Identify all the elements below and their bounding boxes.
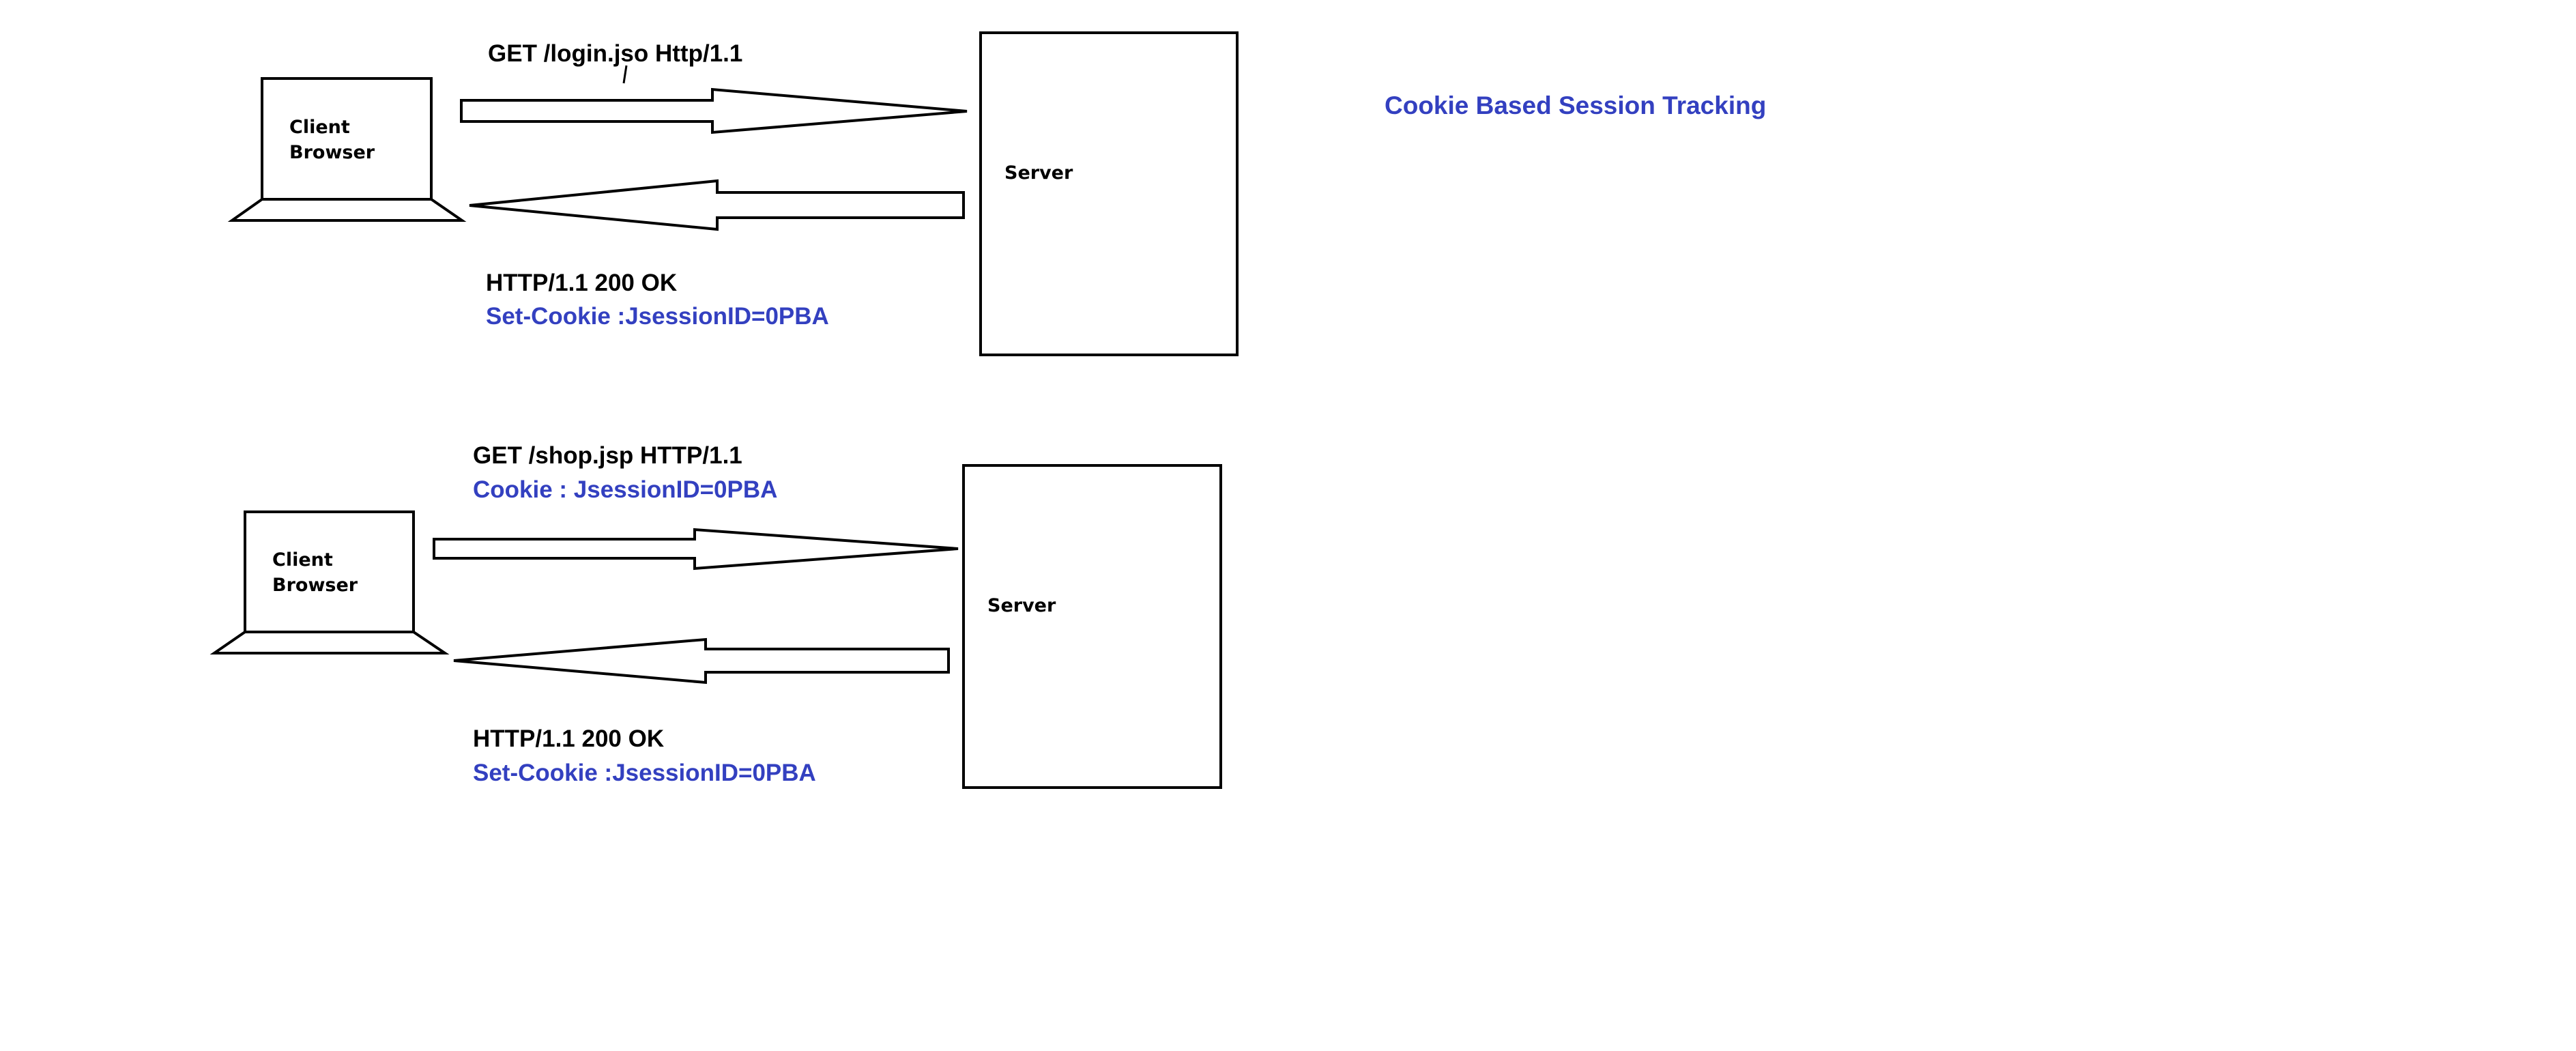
laptop-screen (244, 510, 415, 633)
scenario-2: Client Browser Server GET /shop.jsp HTTP… (209, 442, 1222, 789)
server-label: Server (987, 595, 1056, 616)
client-label-line1: Client (289, 117, 350, 138)
laptop-base (227, 198, 467, 222)
response-cookie: Set-Cookie :JsessionID=0PBA (486, 303, 829, 330)
client-label-line2: Browser (272, 575, 358, 596)
response-status: HTTP/1.1 200 OK (486, 270, 677, 296)
client-laptop-icon: Client Browser (227, 77, 467, 222)
request-cookie: Cookie : JsessionID=0PBA (473, 476, 777, 503)
server-box: Server (979, 31, 1239, 356)
server-box: Server (962, 464, 1222, 789)
response-left-arrow (453, 637, 950, 685)
response-status: HTTP/1.1 200 OK (473, 725, 664, 752)
request-line: GET /login.jso Http/1.1 (488, 40, 742, 67)
request-line: GET /shop.jsp HTTP/1.1 (473, 442, 742, 469)
diagram-title: Cookie Based Session Tracking (1385, 91, 1766, 119)
response-left-arrow (469, 179, 965, 231)
laptop-screen (261, 77, 433, 201)
request-right-arrow (460, 87, 968, 134)
response-cookie: Set-Cookie :JsessionID=0PBA (473, 760, 816, 786)
client-laptop-icon: Client Browser (209, 510, 450, 654)
server-rect (962, 464, 1222, 789)
client-label-line2: Browser (289, 142, 375, 163)
client-label-line1: Client (272, 549, 333, 571)
request-right-arrow (433, 528, 959, 571)
scenario-1: Client Browser Server GET /login.jso Htt… (227, 31, 1239, 356)
laptop-base (209, 631, 450, 654)
pen-mark (622, 65, 628, 84)
server-rect (979, 31, 1239, 356)
server-label: Server (1004, 162, 1073, 184)
